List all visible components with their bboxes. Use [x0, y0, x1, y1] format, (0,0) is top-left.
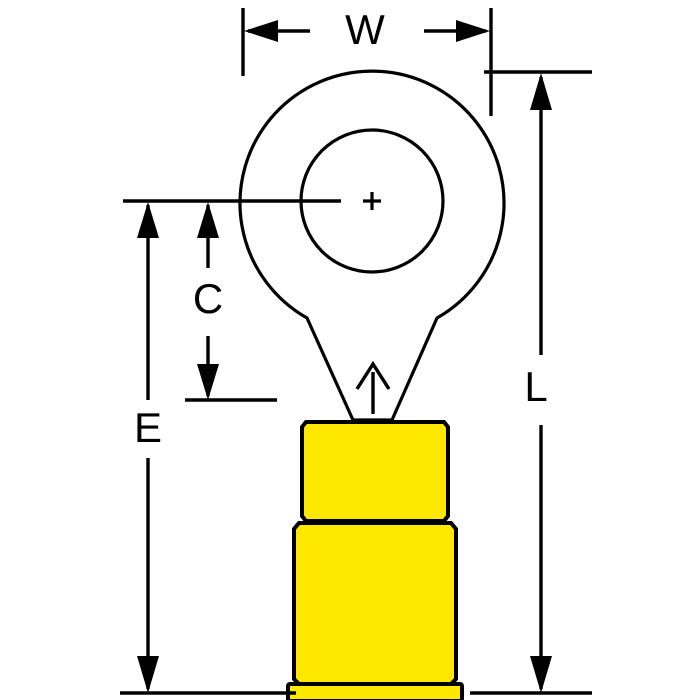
l-arrowhead-top-icon — [530, 73, 552, 110]
ring-tongue-outline — [238, 69, 506, 422]
terminal-component — [238, 69, 506, 700]
e-arrowhead-bottom-icon — [137, 656, 159, 693]
barrel-leader-arrowhead — [355, 360, 391, 390]
w-arrowhead-right-icon — [456, 20, 490, 42]
e-arrowhead-top-icon — [137, 202, 159, 238]
dimension-c: C — [185, 202, 277, 402]
dimension-label-w: W — [345, 6, 385, 53]
dimension-w: W — [241, 6, 493, 116]
barrel-base-flange — [286, 682, 464, 700]
barrel-leader-arrow-icon — [355, 360, 391, 414]
dimension-label-c: C — [193, 275, 223, 322]
dimension-label-e: E — [134, 404, 162, 451]
dimension-l: L — [470, 70, 592, 695]
lower-insulation-barrel — [292, 521, 458, 686]
w-arrowhead-left-icon — [244, 20, 278, 42]
upper-insulation-barrel — [300, 420, 450, 523]
c-arrowhead-bottom-icon — [197, 364, 219, 400]
dimension-e: E — [120, 202, 296, 695]
dimension-label-l: L — [524, 363, 547, 410]
l-arrowhead-bottom-icon — [530, 656, 552, 693]
c-arrowhead-top-icon — [197, 202, 219, 238]
hole-center-mark-icon — [363, 192, 381, 210]
